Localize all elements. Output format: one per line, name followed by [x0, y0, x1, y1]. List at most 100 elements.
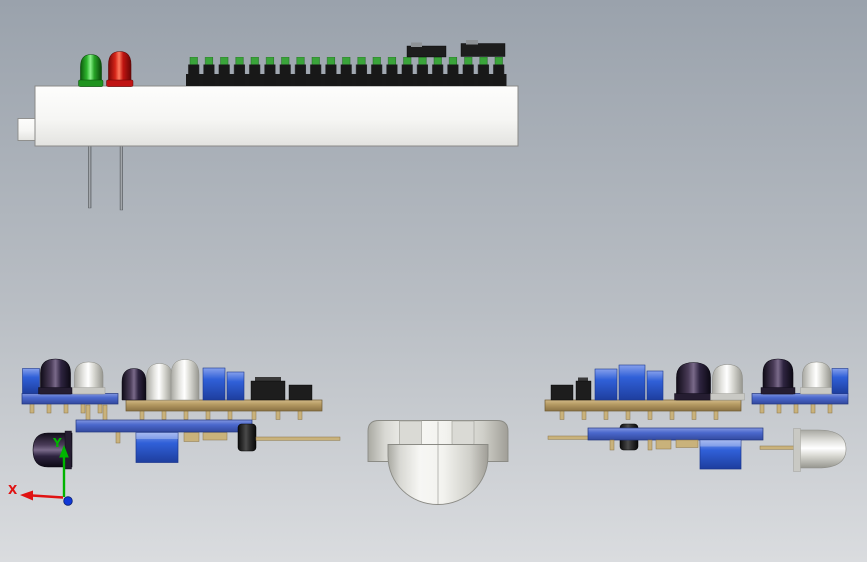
- solder-pin: [559, 410, 565, 420]
- blue-module[interactable]: [226, 371, 245, 401]
- blue-module-body: [135, 432, 179, 463]
- cylinder-cap[interactable]: [237, 423, 257, 452]
- solder-pin: [46, 402, 52, 414]
- ir-led-body: [40, 358, 71, 395]
- tan-terminal: [655, 439, 672, 450]
- solder-pin: [827, 402, 833, 414]
- solder-pin: [161, 410, 167, 420]
- black-connector[interactable]: [550, 384, 574, 401]
- solder-pin: [625, 410, 631, 420]
- solder-pin: [85, 404, 91, 422]
- black-connector-body: [575, 380, 592, 401]
- board-body: [34, 85, 519, 147]
- lead-wire: [759, 445, 797, 450]
- ir-led[interactable]: [760, 358, 796, 395]
- smd-connector-pin: [466, 40, 478, 45]
- pcb-strip: [587, 427, 764, 441]
- ir-led-flange: [760, 387, 796, 395]
- green-led[interactable]: [78, 54, 104, 87]
- y-axis-label: Y: [52, 436, 62, 450]
- solder-pin: [29, 402, 35, 414]
- view-right-lower-board[interactable]: [547, 423, 847, 472]
- solder-pin: [669, 410, 675, 420]
- black-connector[interactable]: [288, 384, 313, 401]
- white-capacitor[interactable]: [146, 363, 173, 401]
- solder-pin: [609, 439, 615, 451]
- view-left-emitter-board[interactable]: [121, 359, 323, 420]
- view-right-receiver-board[interactable]: [751, 358, 849, 414]
- solder-pin: [713, 410, 719, 420]
- pin-header[interactable]: [186, 57, 507, 86]
- red-led[interactable]: [106, 51, 134, 87]
- white-led-body: [712, 364, 743, 401]
- x-axis-arrowhead: [20, 490, 33, 501]
- smd-connector[interactable]: [460, 40, 506, 57]
- view-top-pcb[interactable]: [17, 40, 519, 211]
- smd-connector[interactable]: [406, 42, 447, 58]
- board-side-tab: [17, 118, 36, 141]
- ir-led-body: [762, 358, 794, 395]
- green-led-body: [80, 54, 102, 87]
- blue-module[interactable]: [618, 364, 646, 401]
- white-led-side-flange: [793, 428, 801, 472]
- white-led[interactable]: [710, 364, 745, 401]
- view-right-emitter-board[interactable]: [544, 362, 745, 420]
- ir-led-side-flange: [64, 430, 72, 470]
- solder-pin: [63, 402, 69, 414]
- tan-terminal: [183, 432, 200, 442]
- white-led-side[interactable]: [793, 428, 847, 472]
- green-led-flange: [78, 79, 104, 87]
- solder-pins: [609, 439, 699, 451]
- solder-pin: [810, 402, 816, 414]
- ir-led-small[interactable]: [121, 368, 147, 401]
- blue-module[interactable]: [135, 432, 179, 463]
- solder-pin: [251, 410, 257, 420]
- z-axis-indicator: [63, 496, 73, 506]
- white-led[interactable]: [800, 361, 834, 395]
- blue-module[interactable]: [594, 368, 618, 401]
- led-lead: [88, 144, 92, 209]
- white-led[interactable]: [72, 361, 106, 395]
- solder-pin: [102, 404, 108, 422]
- solder-pins: [139, 410, 303, 420]
- white-led-flange: [72, 387, 106, 395]
- white-led-side-body: [794, 429, 847, 469]
- solder-pin: [647, 410, 653, 420]
- ir-led-body: [676, 362, 711, 401]
- blue-module[interactable]: [22, 368, 40, 394]
- solder-pin: [205, 410, 211, 420]
- black-connector-body: [250, 380, 286, 401]
- pcb-strip: [751, 393, 849, 405]
- black-connector-pins: [255, 377, 281, 382]
- solder-pin: [227, 410, 233, 420]
- view-pir-dome[interactable]: [367, 420, 509, 505]
- red-led-flange: [106, 79, 134, 87]
- x-axis: [31, 494, 64, 499]
- white-led-flange: [710, 393, 745, 401]
- red-led-body: [108, 51, 132, 87]
- lead-wire: [255, 436, 341, 441]
- blue-module[interactable]: [646, 370, 664, 401]
- solder-pin: [691, 410, 697, 420]
- smd-connector-pin: [411, 42, 422, 47]
- black-connector[interactable]: [575, 377, 592, 401]
- pcb-strip: [544, 399, 742, 412]
- solder-pin: [139, 410, 145, 420]
- view-left-lower-board[interactable]: [32, 404, 341, 470]
- black-connector[interactable]: [250, 377, 286, 401]
- solder-pin: [297, 410, 303, 420]
- tan-terminal: [675, 439, 699, 448]
- blue-module[interactable]: [699, 439, 742, 470]
- solder-pin: [97, 402, 103, 414]
- white-capacitor[interactable]: [170, 359, 200, 401]
- view-left-receiver-board[interactable]: [21, 358, 119, 414]
- blue-module-body: [699, 439, 742, 470]
- blue-module[interactable]: [831, 368, 849, 394]
- orientation-triad: Y X: [8, 436, 73, 506]
- ir-led[interactable]: [674, 362, 713, 401]
- solder-pin: [275, 410, 281, 420]
- blue-module[interactable]: [202, 367, 226, 401]
- ir-led[interactable]: [38, 358, 73, 395]
